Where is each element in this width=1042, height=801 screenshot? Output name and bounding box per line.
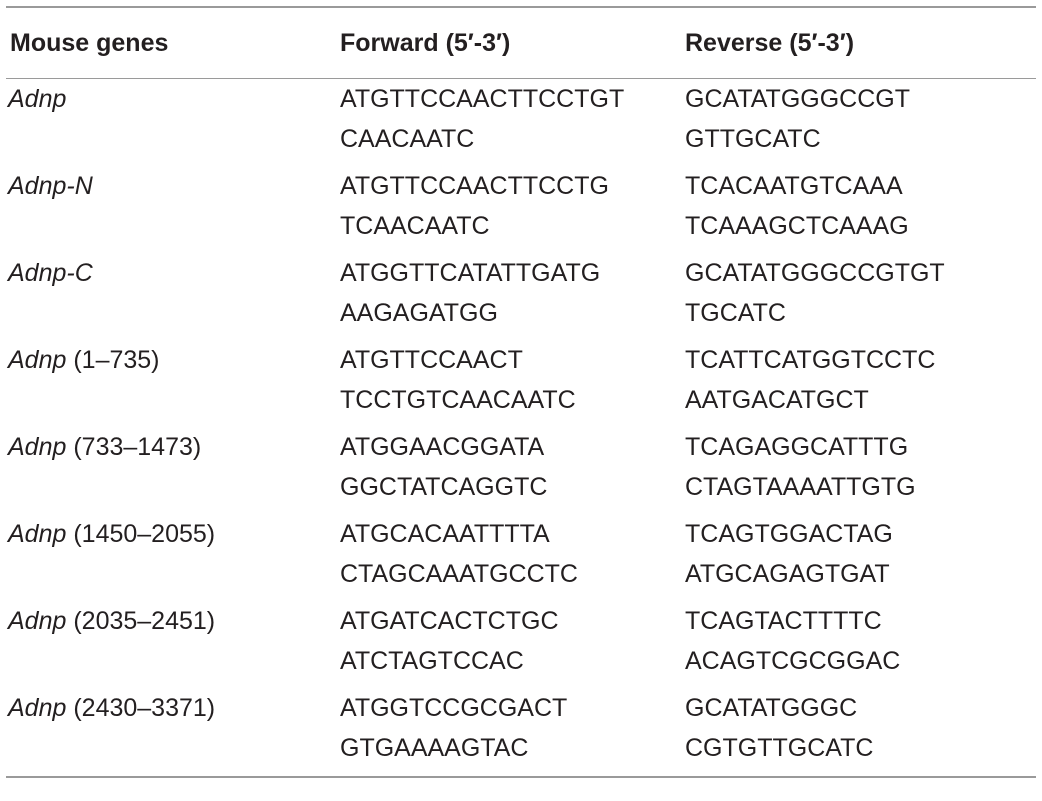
forward-sequence-line: TCAACAATC <box>340 212 490 240</box>
reverse-primer-cell: GCATATGGGC CGTGTTGCATC <box>681 686 1036 778</box>
forward-sequence-line: ATCTAGTCCAC <box>340 647 524 675</box>
reverse-sequence-line: CGTGTTGCATC <box>685 734 874 762</box>
forward-sequence-line: ATGCACAATTTTA <box>340 520 550 548</box>
primer-table-container: Mouse genes Forward (5′-3′) Reverse (5′-… <box>6 6 1036 778</box>
forward-primer-cell: ATGTTCCAACTTCCTG TCAACAATC <box>336 164 681 251</box>
forward-sequence-line: TCCTGTCAACAATC <box>340 386 576 414</box>
forward-primer-cell: ATGTTCCAACTTCCTGT CAACAATC <box>336 79 681 165</box>
forward-sequence-line: ATGTTCCAACT <box>340 346 523 374</box>
gene-range: (1–735) <box>66 346 160 374</box>
reverse-sequence-line: GTTGCATC <box>685 125 821 153</box>
forward-sequence-line: CTAGCAAATGCCTC <box>340 560 578 588</box>
table-row: Adnp-C ATGGTTCATATTGATG AAGAGATGG GCATATGGG… <box>6 251 1036 338</box>
gene-name: Adnp <box>8 607 67 635</box>
reverse-sequence-line: TCACAATGTCAAA <box>685 172 903 200</box>
reverse-sequence-line: TCAGTGGACTAG <box>685 520 893 548</box>
forward-sequence-line: CAACAATC <box>340 125 475 153</box>
forward-primer-cell: ATGGTTCATATTGATG AAGAGATGG <box>336 251 681 338</box>
gene-cell: Adnp-N <box>6 164 336 251</box>
forward-primer-cell: ATGCACAATTTTA CTAGCAAATGCCTC <box>336 512 681 599</box>
gene-name: Adnp <box>8 694 67 722</box>
forward-sequence-line: ATGTTCCAACTTCCTGT <box>340 85 625 113</box>
gene-cell: Adnp (2035–2451) <box>6 599 336 686</box>
reverse-primer-cell: TCATTCATGGTCCTC AATGACATGCT <box>681 338 1036 425</box>
gene-range: (2035–2451) <box>66 607 216 635</box>
gene-name: Adnp-N <box>8 172 93 200</box>
header-row: Mouse genes Forward (5′-3′) Reverse (5′-… <box>6 6 1036 79</box>
forward-primer-cell: ATGGAACGGATA GGCTATCAGGTC <box>336 425 681 512</box>
gene-cell: Adnp-C <box>6 251 336 338</box>
reverse-sequence-line: GCATATGGGC <box>685 694 858 722</box>
reverse-primer-cell: TCAGTACTTTTC ACAGTCGCGGAC <box>681 599 1036 686</box>
header-forward: Forward (5′-3′) <box>336 6 681 79</box>
forward-sequence-line: ATGATCACTCTGC <box>340 607 559 635</box>
gene-name: Adnp <box>8 85 67 113</box>
table-row: Adnp-N ATGTTCCAACTTCCTG TCAACAATC TCACAATGT… <box>6 164 1036 251</box>
reverse-primer-cell: GCATATGGGCCGTGT TGCATC <box>681 251 1036 338</box>
forward-primer-cell: ATGGTCCGCGACT GTGAAAAGTAC <box>336 686 681 778</box>
forward-sequence-line: GGCTATCAGGTC <box>340 473 548 501</box>
gene-range: (733–1473) <box>66 433 202 461</box>
header-mouse-genes: Mouse genes <box>6 6 336 79</box>
reverse-primer-cell: TCAGAGGCATTTG CTAGTAAAATTGTG <box>681 425 1036 512</box>
reverse-sequence-line: TCAGAGGCATTTG <box>685 433 909 461</box>
reverse-sequence-line: TCAAAGCTCAAAG <box>685 212 909 240</box>
forward-sequence-line: AAGAGATGG <box>340 299 498 327</box>
gene-range: (1450–2055) <box>66 520 216 548</box>
reverse-sequence-line: ATGCAGAGTGAT <box>685 560 890 588</box>
reverse-primer-cell: TCAGTGGACTAG ATGCAGAGTGAT <box>681 512 1036 599</box>
gene-cell: Adnp (1450–2055) <box>6 512 336 599</box>
reverse-sequence-line: TCATTCATGGTCCTC <box>685 346 936 374</box>
forward-sequence-line: GTGAAAAGTAC <box>340 734 529 762</box>
reverse-primer-cell: TCACAATGTCAAA TCAAAGCTCAAAG <box>681 164 1036 251</box>
gene-cell: Adnp <box>6 79 336 165</box>
forward-sequence-line: ATGGTCCGCGACT <box>340 694 568 722</box>
forward-primer-cell: ATGATCACTCTGC ATCTAGTCCAC <box>336 599 681 686</box>
reverse-sequence-line: AATGACATGCT <box>685 386 869 414</box>
header-reverse: Reverse (5′-3′) <box>681 6 1036 79</box>
gene-range: (2430–3371) <box>66 694 216 722</box>
forward-primer-cell: ATGTTCCAACT TCCTGTCAACAATC <box>336 338 681 425</box>
table-row: Adnp ATGTTCCAACTTCCTGT CAACAATC GCATATGGGCC… <box>6 79 1036 165</box>
forward-sequence-line: ATGTTCCAACTTCCTG <box>340 172 609 200</box>
table-header: Mouse genes Forward (5′-3′) Reverse (5′-… <box>6 6 1036 79</box>
gene-cell: Adnp (2430–3371) <box>6 686 336 778</box>
gene-name: Adnp <box>8 520 67 548</box>
reverse-sequence-line: ACAGTCGCGGAC <box>685 647 901 675</box>
forward-sequence-line: ATGGAACGGATA <box>340 433 545 461</box>
reverse-sequence-line: TCAGTACTTTTC <box>685 607 882 635</box>
forward-sequence-line: ATGGTTCATATTGATG <box>340 259 601 287</box>
reverse-sequence-line: CTAGTAAAATTGTG <box>685 473 916 501</box>
reverse-sequence-line: TGCATC <box>685 299 786 327</box>
gene-cell: Adnp (733–1473) <box>6 425 336 512</box>
gene-name: Adnp-C <box>8 259 93 287</box>
reverse-primer-cell: GCATATGGGCCGT GTTGCATC <box>681 79 1036 165</box>
reverse-sequence-line: GCATATGGGCCGT <box>685 85 910 113</box>
gene-name: Adnp <box>8 346 67 374</box>
gene-cell: Adnp (1–735) <box>6 338 336 425</box>
primer-table: Mouse genes Forward (5′-3′) Reverse (5′-… <box>6 6 1036 778</box>
gene-name: Adnp <box>8 433 67 461</box>
reverse-sequence-line: GCATATGGGCCGTGT <box>685 259 945 287</box>
